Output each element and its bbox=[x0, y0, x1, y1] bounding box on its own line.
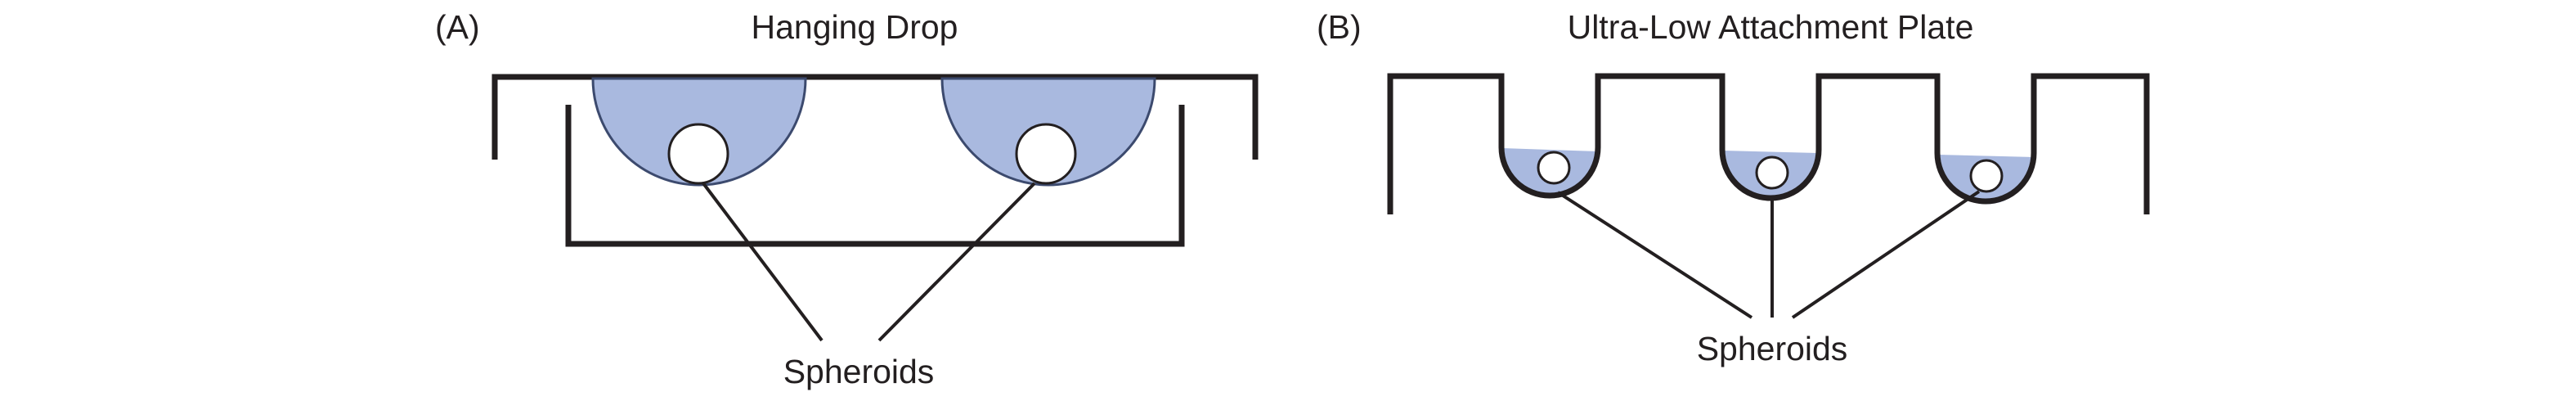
panel-b-title: Ultra-Low Attachment Plate bbox=[1568, 8, 1974, 46]
spheroid-b-3 bbox=[1969, 159, 2004, 193]
panel-a-title: Hanging Drop bbox=[752, 8, 958, 46]
panel-b-caption: Spheroids bbox=[1697, 330, 1848, 367]
panel-b-ultra-low-attachment: (B) Ultra-Low Attachment Plate Spheroids bbox=[1317, 8, 2150, 367]
spheroid-b-1 bbox=[1537, 151, 1571, 185]
panel-a-caption: Spheroids bbox=[783, 353, 935, 390]
pointer-line-a-left bbox=[702, 182, 824, 342]
panel-a-letter: (A) bbox=[435, 8, 480, 46]
pointer-line-b-1 bbox=[1556, 191, 1753, 319]
spheroid-a-left bbox=[667, 123, 729, 185]
panel-a-hanging-drop: (A) Hanging Drop Spheroids bbox=[435, 8, 1259, 390]
spheroid-b-2 bbox=[1755, 155, 1789, 190]
spheroid-a-right bbox=[1015, 123, 1077, 185]
pointer-line-b-3 bbox=[1791, 190, 1981, 319]
hanging-drop-tray bbox=[565, 105, 1185, 247]
panel-b-letter: (B) bbox=[1317, 8, 1362, 46]
hanging-drop-lid bbox=[491, 74, 1259, 160]
pointer-line-a-right bbox=[877, 182, 1036, 342]
